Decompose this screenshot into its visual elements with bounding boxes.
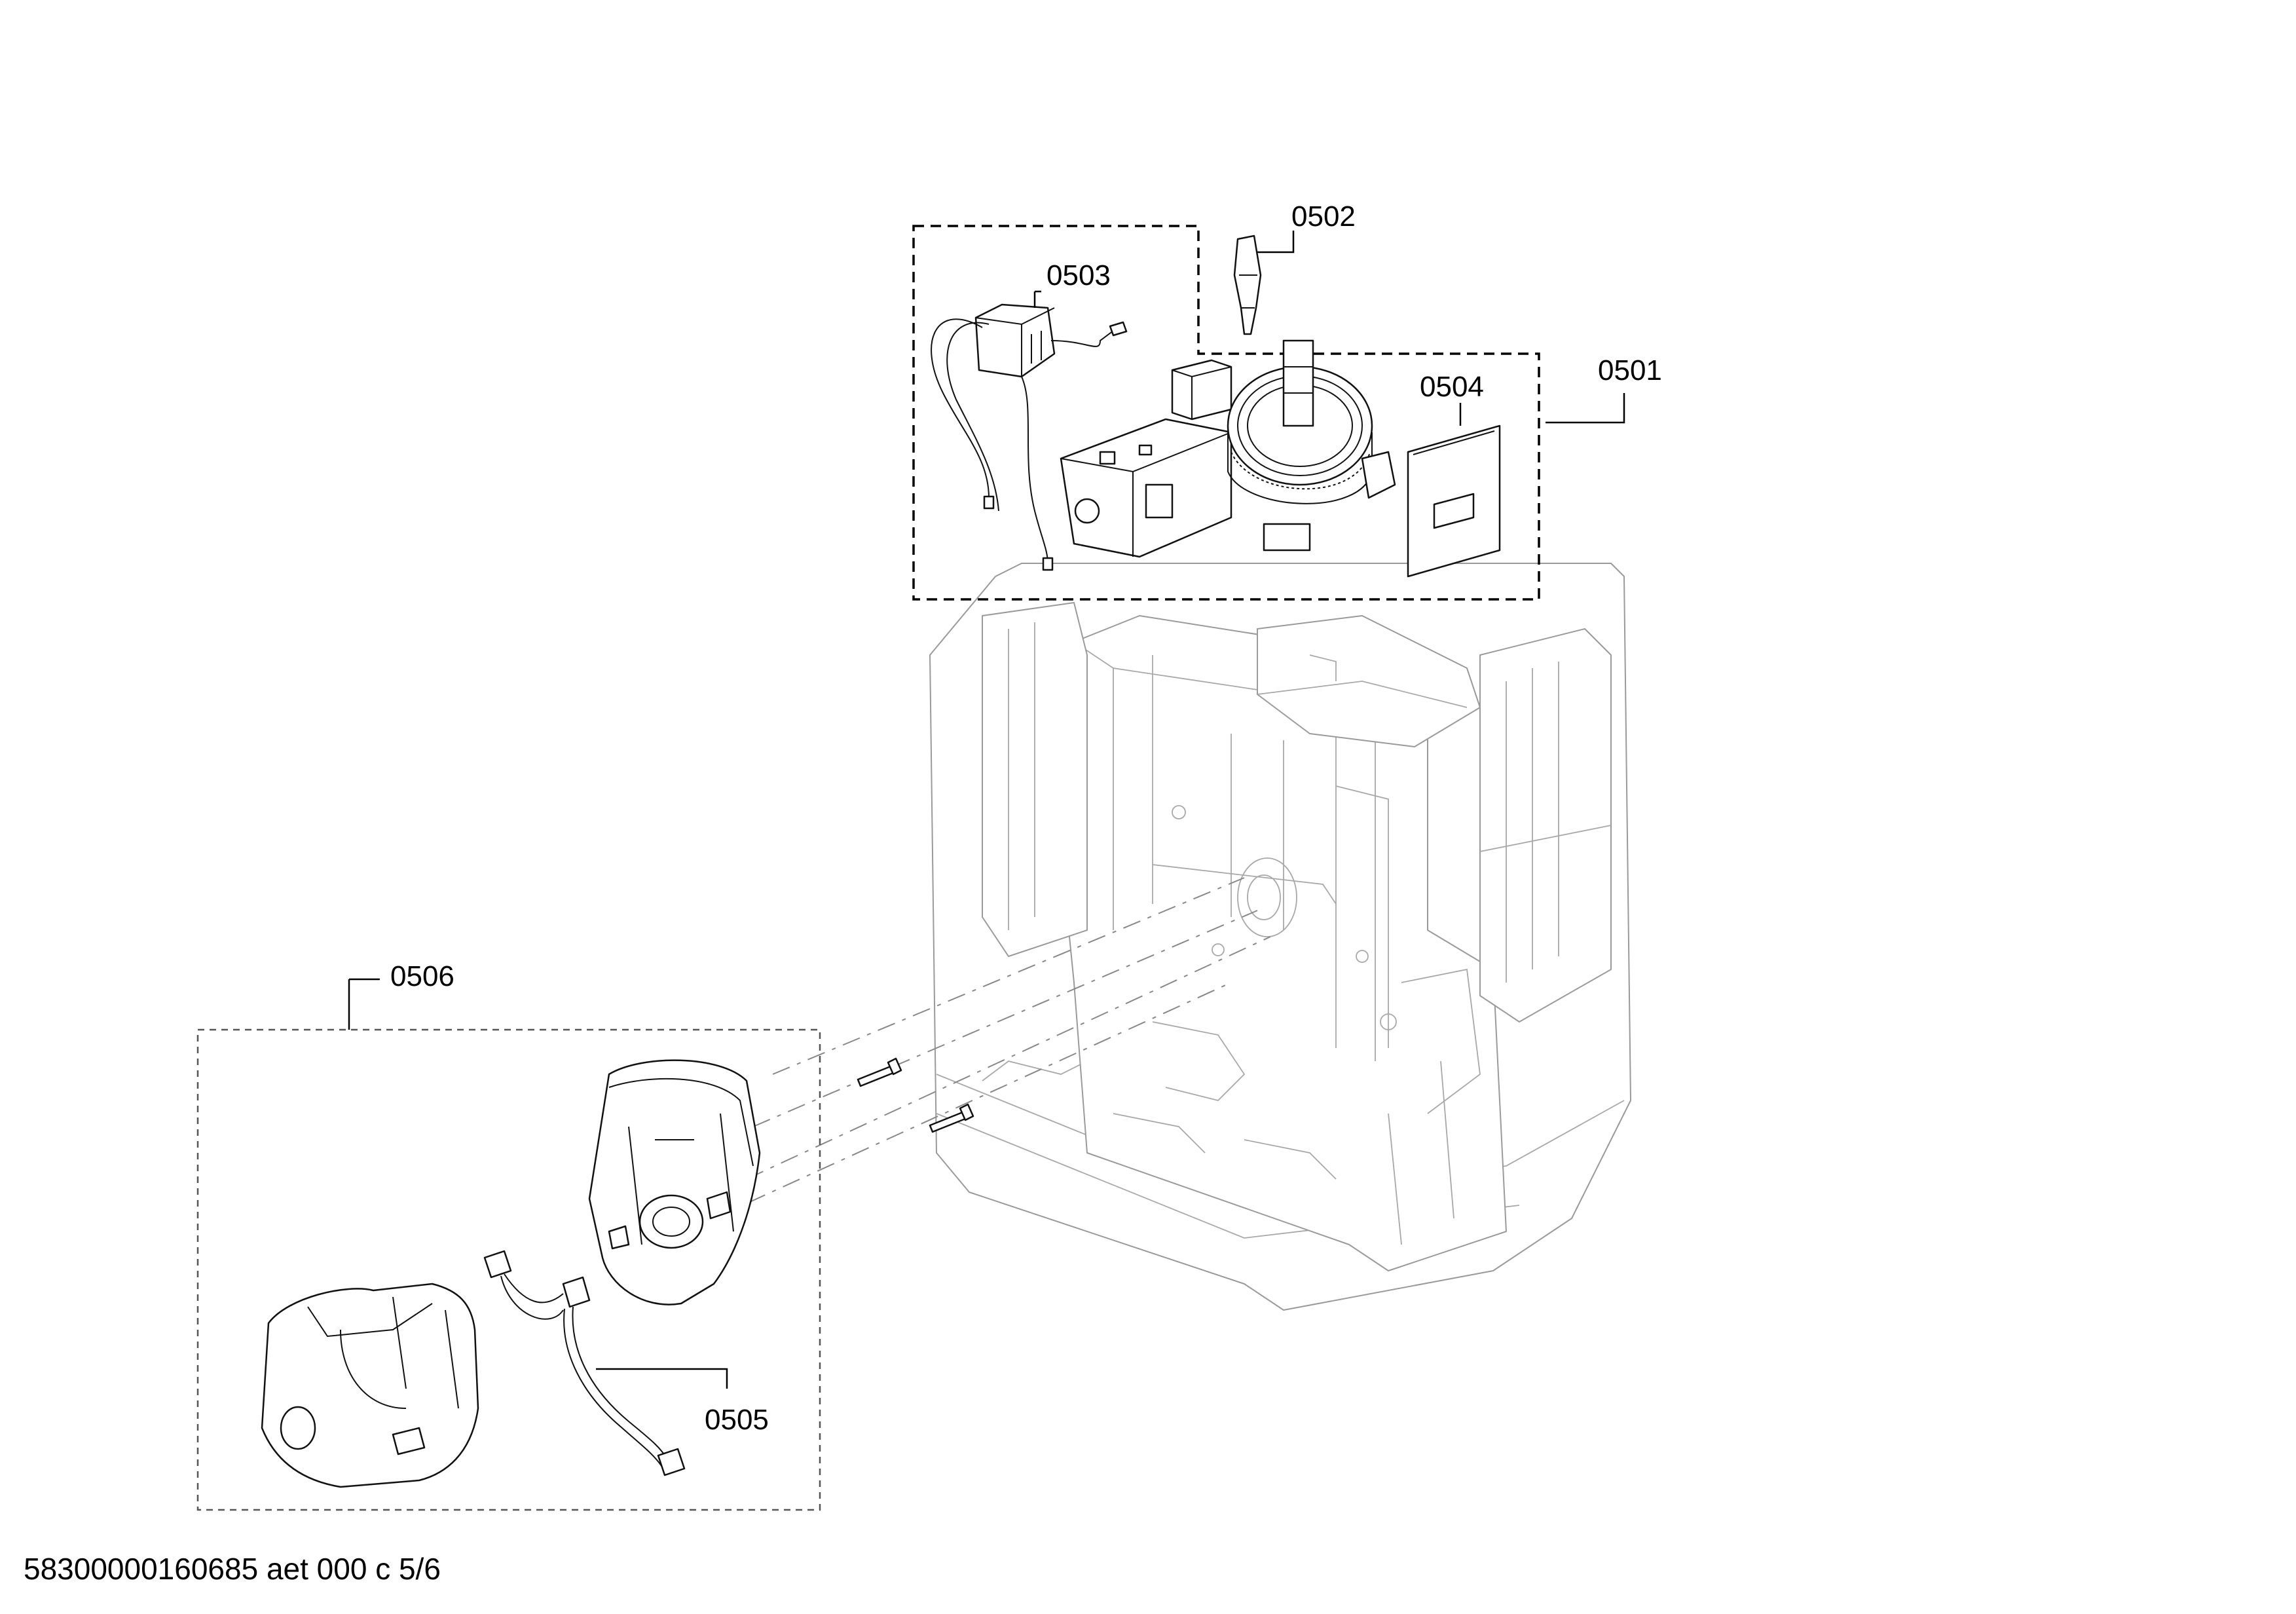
relay-wire-harness — [931, 303, 1128, 571]
callout-0503: 0503 — [1046, 259, 1111, 291]
assembly-0501-boundary — [912, 225, 1540, 601]
housing-frame — [929, 563, 1631, 1311]
callout-0505: 0505 — [705, 1404, 769, 1436]
control-module — [1060, 339, 1396, 558]
drawing-reference: 58300000160685 aet 000 c 5/6 — [24, 1552, 441, 1586]
explosion-lines — [713, 877, 1271, 1219]
screw-upper — [857, 1057, 902, 1087]
callout-0502: 0502 — [1291, 200, 1356, 233]
sensor-pin — [1233, 235, 1262, 335]
callout-0506: 0506 — [390, 960, 454, 992]
screw-lower — [929, 1103, 974, 1133]
fan-wire-harness — [483, 1250, 686, 1476]
leader-lines — [348, 231, 1625, 1389]
callout-0504: 0504 — [1420, 371, 1484, 403]
fan-body — [261, 1283, 479, 1488]
cover-plate — [1407, 424, 1501, 578]
callout-0501: 0501 — [1598, 354, 1662, 386]
fan-housing — [588, 1059, 761, 1305]
assembly-0506-boundary — [196, 1028, 821, 1511]
